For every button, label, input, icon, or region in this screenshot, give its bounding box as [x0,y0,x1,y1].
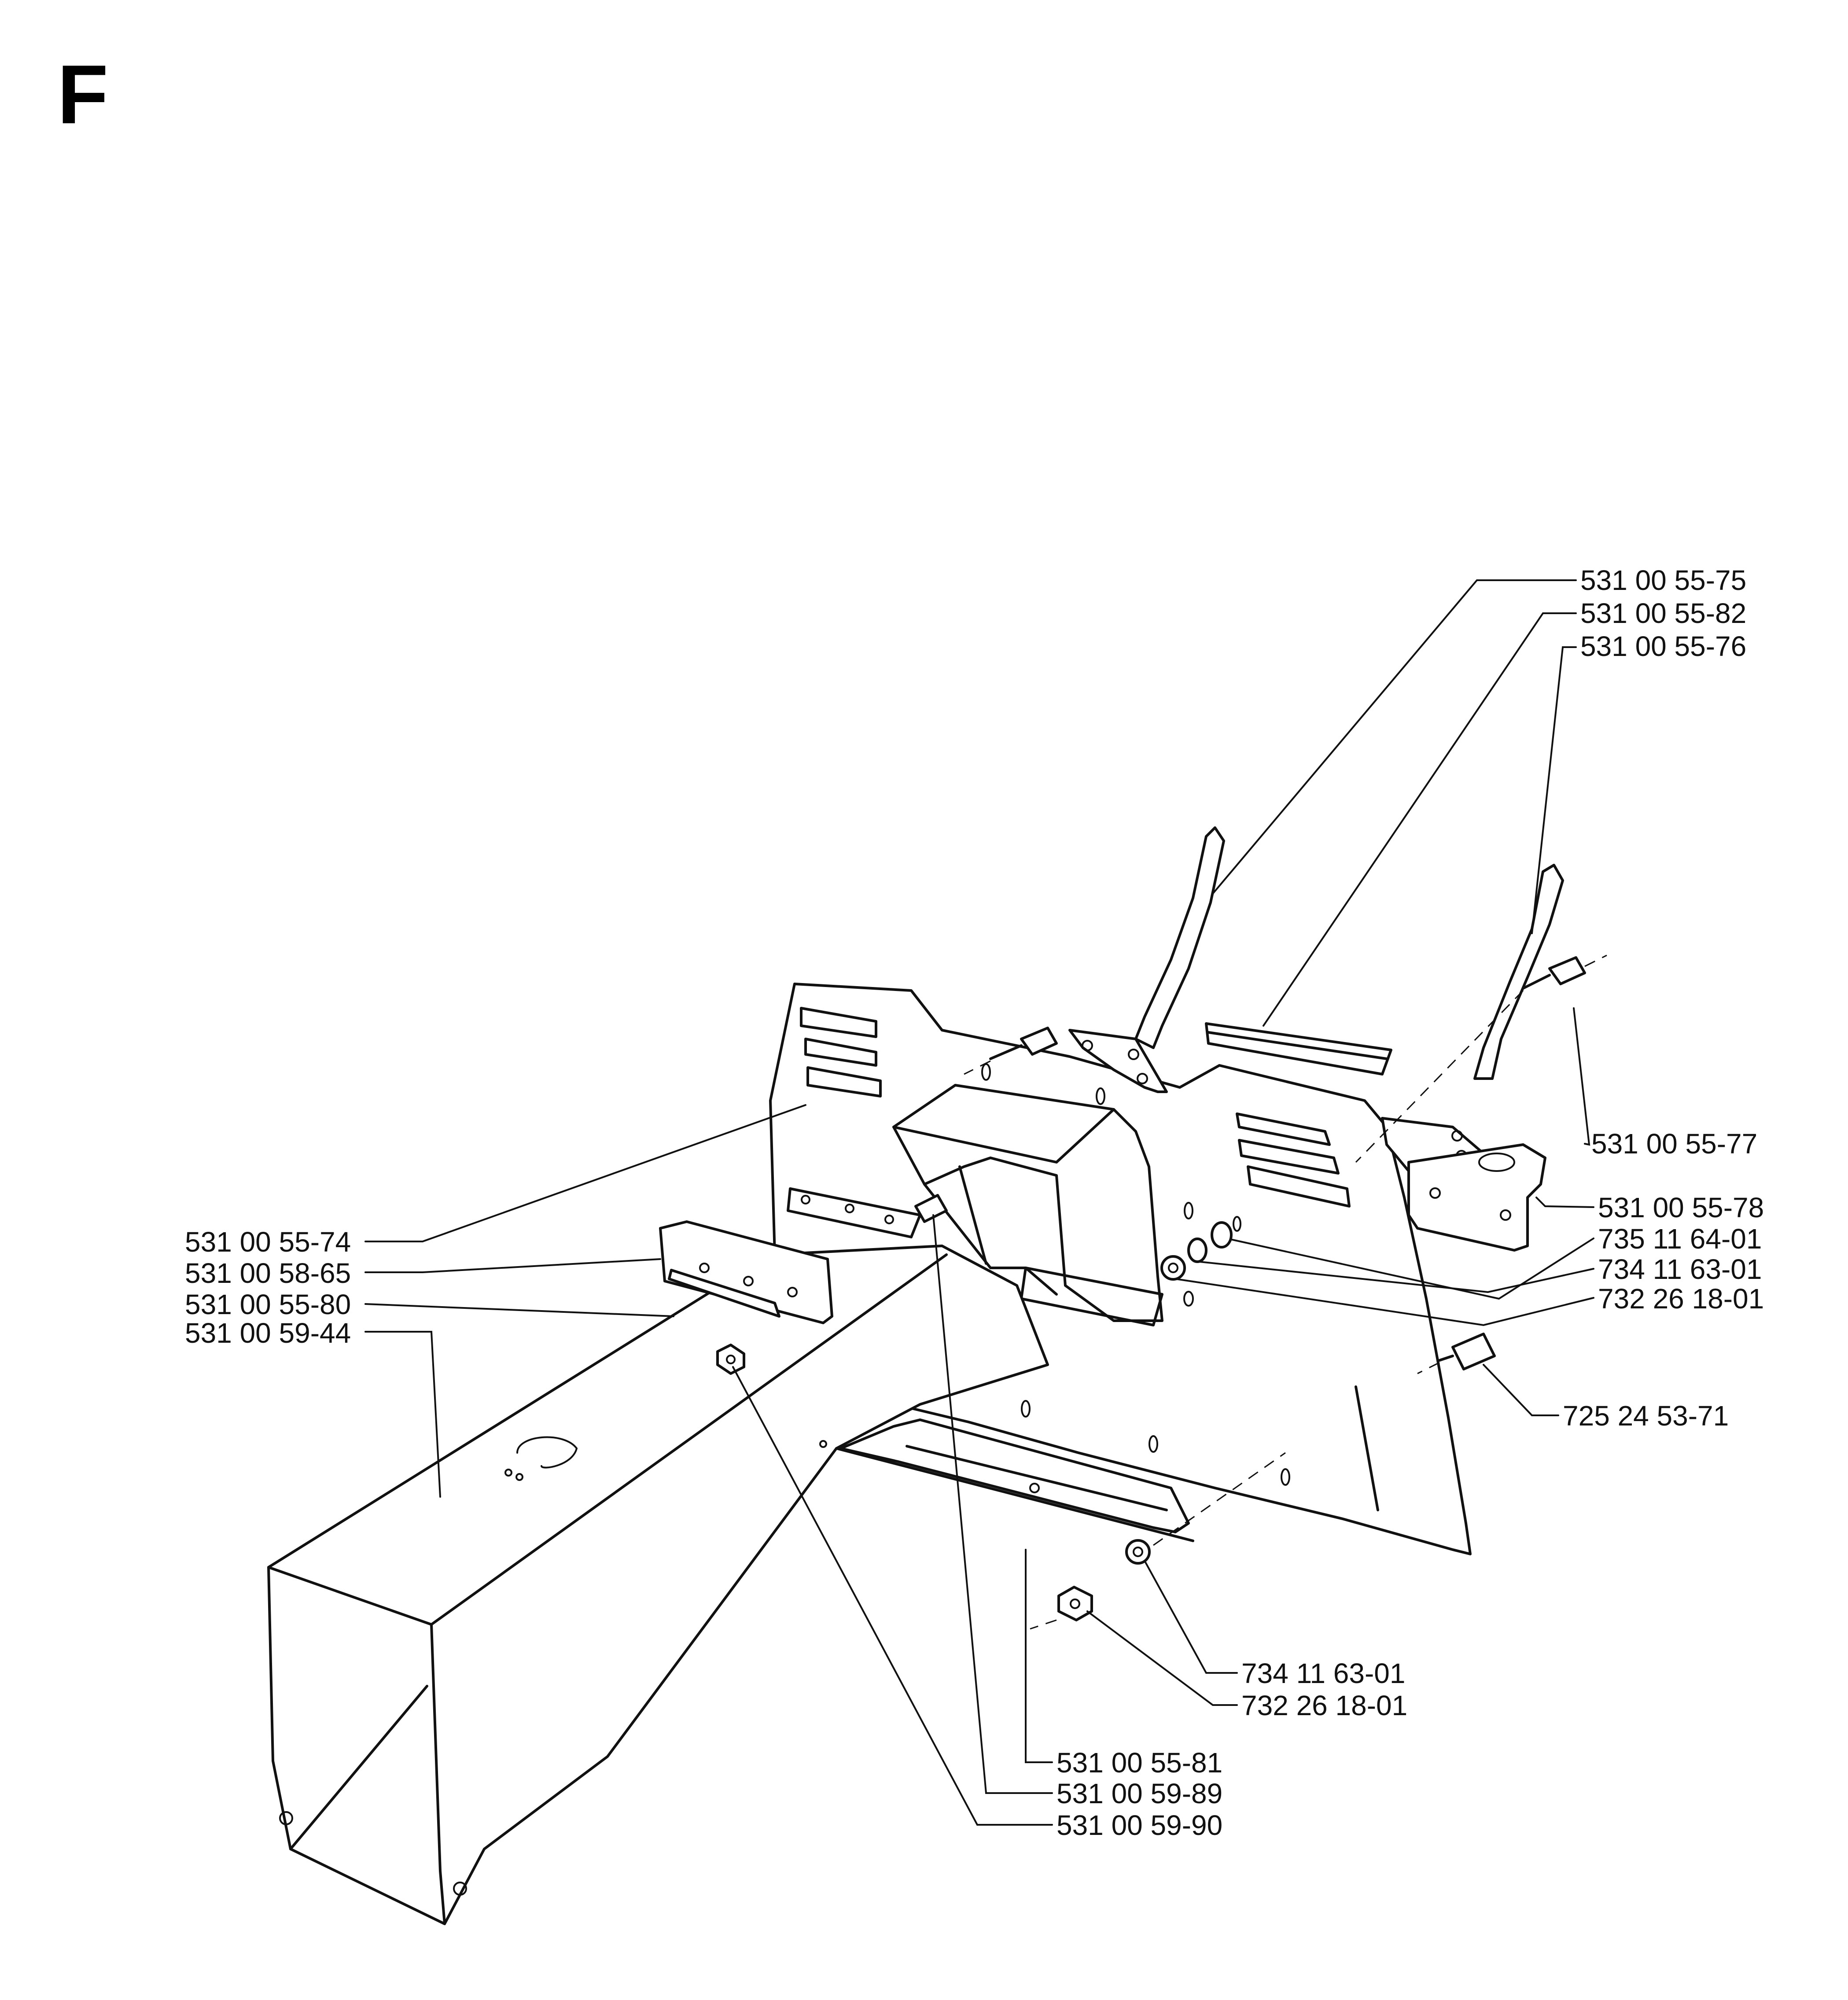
right-l-bracket [1407,1143,1546,1252]
left-bracket-arm [1068,826,1225,1093]
nut-bottom-b-icon [1030,1452,1286,1630]
bolt-left-top-icon [964,1027,1058,1075]
part-number-label: 531 00 55-78 [1598,1192,1764,1223]
part-number-label: 735 11 64-01 [1598,1223,1762,1255]
part-number-label: 734 11 63-01 [1241,1657,1405,1689]
bottom-rail [839,1418,1190,1533]
top-angle-strip [1205,1022,1392,1076]
bolt-right-lower-icon [1417,1333,1496,1374]
part-number-label: 531 00 55-81 [1057,1747,1222,1779]
section-letter: F [57,48,108,141]
chute-body [267,1245,1194,1925]
leader-lines [364,579,1594,1826]
part-number-label: 531 00 55-77 [1591,1128,1757,1160]
part-number-label: 531 00 55-80 [185,1289,351,1320]
part-number-label: 531 00 59-44 [185,1317,351,1349]
part-number-label: 531 00 55-76 [1580,630,1746,662]
part-number-label: 725 24 53-71 [1563,1400,1729,1432]
part-number-label: 531 00 59-89 [1057,1778,1222,1809]
part-number-label: 531 00 58-65 [185,1257,351,1289]
part-number-label: 531 00 59-90 [1057,1809,1222,1841]
chute-box [892,1084,1163,1326]
part-number-label: 531 00 55-75 [1580,564,1746,596]
left-plates [659,1187,921,1324]
nut-bottom-a-icon [1125,1539,1151,1565]
part-number-label: 732 26 18-01 [1598,1283,1764,1315]
part-number-label: 732 26 18-01 [1241,1690,1407,1721]
bolt-center-icon [914,1194,948,1223]
right-bracket-arm [1381,864,1564,1172]
bolt-right-top-icon [1355,954,1607,1163]
part-number-label: 531 00 55-82 [1580,597,1746,629]
fasteners [716,954,1607,1630]
part-labels: 531 00 55-75 531 00 55-82 531 00 55-76 5… [185,564,1764,1841]
part-number-label: 734 11 63-01 [1598,1253,1762,1285]
nut-left-icon [716,1344,745,1375]
washer-stack-icon [1160,1216,1241,1307]
part-number-label: 531 00 55-74 [185,1226,351,1258]
